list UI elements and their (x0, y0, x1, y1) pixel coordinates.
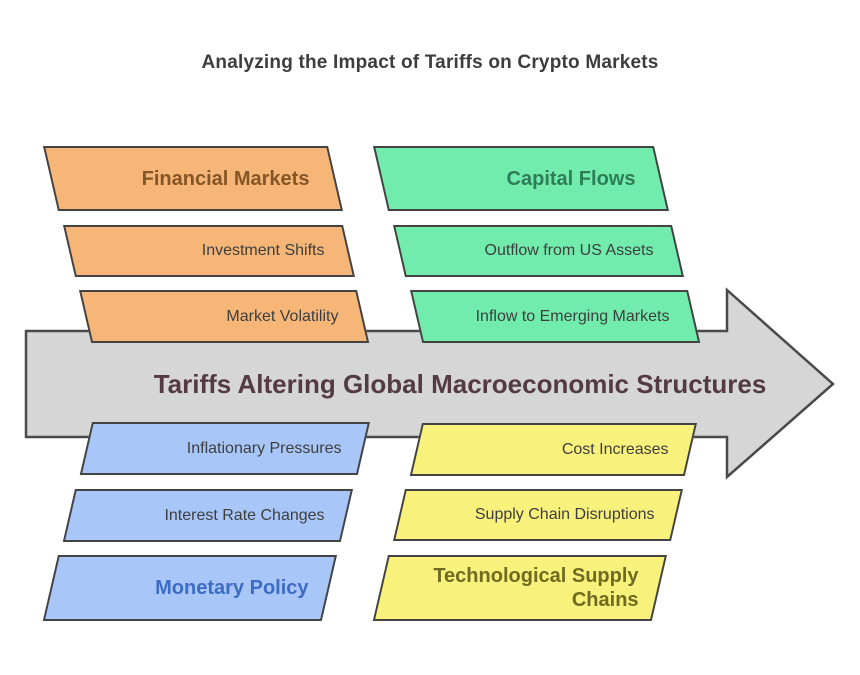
group-technological-supply-chains-header: Technological Supply Chains (372, 555, 667, 621)
item-label: Investment Shifts (201, 242, 325, 260)
item-market-volatility: Market Volatility (79, 290, 370, 343)
item-label: Supply Chain Disruptions (474, 506, 655, 524)
group-capital-flows-header: Capital Flows (373, 146, 670, 211)
main-arrow-label: Tariffs Altering Global Macroeconomic St… (153, 368, 767, 399)
item-label: Cost Increases (561, 440, 669, 458)
group-monetary-policy-header: Monetary Policy (42, 555, 338, 621)
item-investment-shifts: Investment Shifts (63, 225, 356, 277)
item-label: Inflationary Pressures (186, 439, 342, 457)
item-inflow-to-emerging-markets: Inflow to Emerging Markets (410, 290, 701, 343)
item-inflationary-pressures: Inflationary Pressures (79, 422, 371, 475)
item-label: Interest Rate Changes (164, 506, 325, 524)
group-header-label: Financial Markets (141, 167, 310, 190)
item-label: Inflow to Emerging Markets (475, 307, 670, 325)
group-header-label: Monetary Policy (155, 577, 309, 599)
item-interest-rate-changes: Interest Rate Changes (62, 489, 354, 542)
item-supply-chain-disruptions: Supply Chain Disruptions (392, 489, 683, 541)
group-financial-markets-header: Financial Markets (43, 146, 344, 211)
item-cost-increases: Cost Increases (409, 423, 697, 476)
item-outflow-from-us-assets: Outflow from US Assets (393, 225, 685, 277)
item-label: Market Volatility (226, 307, 339, 325)
page-title: Analyzing the Impact of Tariffs on Crypt… (201, 52, 659, 73)
item-label: Outflow from US Assets (484, 242, 654, 260)
group-header-label: Technological Supply Chains (433, 565, 639, 611)
group-header-label: Capital Flows (506, 167, 636, 190)
